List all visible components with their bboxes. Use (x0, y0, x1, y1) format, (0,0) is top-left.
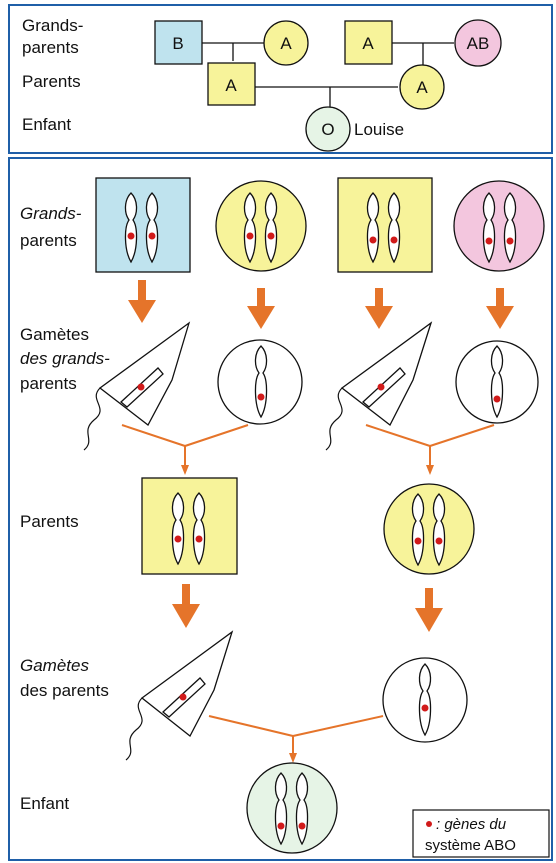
gene-dot (370, 237, 377, 244)
label-gametes-gp-3: parents (20, 374, 77, 393)
label-grandparents-1: Grands- (20, 204, 82, 223)
gene-dot (494, 396, 501, 403)
legend-line-1: : gènes du (436, 816, 507, 833)
gene-dot (268, 233, 275, 240)
gene-dot (196, 536, 203, 543)
pedigree-child-name: Louise (354, 120, 404, 139)
cell-grandmother-1 (216, 181, 306, 271)
cell-grandfather-1 (96, 178, 190, 272)
label-child: Enfant (20, 794, 69, 813)
gene-dot (258, 394, 265, 401)
cell-mother (384, 484, 474, 574)
gene-dot (128, 233, 135, 240)
cell-child (247, 763, 337, 853)
pedigree-mother-type: A (416, 78, 428, 97)
gene-dot (391, 237, 398, 244)
gene-dot (149, 233, 156, 240)
pedigree-label-grandparents-2: parents (22, 38, 79, 57)
gene-dot (138, 384, 145, 391)
label-gametes-gp-2: des grands- (20, 349, 110, 368)
gene-dot (422, 705, 429, 712)
gene-dot (507, 238, 514, 245)
pedigree-grandmother-2-type: AB (467, 34, 490, 53)
legend-line-2: système ABO (425, 837, 516, 854)
gene-dot (180, 694, 187, 701)
pedigree-label-child: Enfant (22, 115, 71, 134)
label-gametes-gp-1: Gamètes (20, 325, 89, 344)
chromosome-mother-gamete (419, 664, 430, 735)
label-parents: Parents (20, 512, 79, 531)
pedigree-label-parents: Parents (22, 72, 81, 91)
cell-father (142, 478, 237, 574)
gene-dot (299, 823, 306, 830)
gene-dot (415, 538, 422, 545)
pedigree-grandfather-2-type: A (362, 34, 374, 53)
gene-dot (278, 823, 285, 830)
pedigree-panel: Grands- parents Parents Enfant B A A AB … (9, 5, 552, 153)
gene-dot (378, 384, 385, 391)
cell-grandmother-2 (454, 181, 544, 271)
pedigree-grandfather-1-type: B (172, 34, 183, 53)
cell-grandfather-2 (338, 178, 432, 272)
label-grandparents-2: parents (20, 231, 77, 250)
chromosome-gm2-gamete (491, 346, 502, 417)
gene-dot (247, 233, 254, 240)
label-gametes-p-1: Gamètes (20, 656, 89, 675)
legend: : gènes du système ABO (413, 810, 549, 857)
pedigree-grandmother-1-type: A (280, 34, 292, 53)
gene-dot (486, 238, 493, 245)
gene-dot (175, 536, 182, 543)
pedigree-child-type: O (321, 120, 334, 139)
chromosome-panel: Grands- parents Gamètes des grands- pare… (9, 158, 552, 860)
label-gametes-p-2: des parents (20, 681, 109, 700)
gene-dot (436, 538, 443, 545)
pedigree-father-type: A (225, 76, 237, 95)
chromosome-gm1-gamete (255, 346, 266, 417)
legend-gene-dot (426, 821, 432, 827)
pedigree-label-grandparents-1: Grands- (22, 16, 83, 35)
